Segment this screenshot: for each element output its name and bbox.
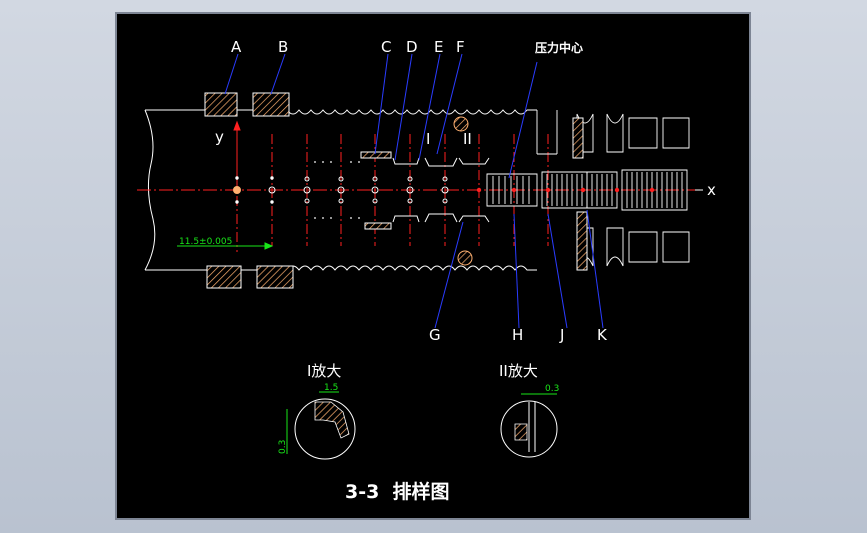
drawing-title: 3-3 排样图 <box>345 480 450 503</box>
detail-1-dim-a: 1.5 <box>324 383 338 393</box>
label-k: K <box>597 326 608 344</box>
label-g: G <box>429 326 441 344</box>
station-labels: A B C D E F G H J K 压力中心 I II <box>231 38 608 344</box>
detail-view-2: 0.3 II放大 <box>499 362 559 458</box>
hatched-bars <box>360 151 392 230</box>
strip-layout-drawing: y x <box>137 38 716 503</box>
label-h: H <box>512 326 523 344</box>
pitch-dimension-text: 11.5±0.005 <box>179 237 232 247</box>
detail-2-title: II放大 <box>499 362 538 380</box>
label-e: E <box>434 38 443 56</box>
station-centerlines <box>236 124 549 252</box>
pressure-center-label: 压力中心 <box>535 40 583 55</box>
label-a: A <box>231 38 242 56</box>
slotted-section <box>486 110 690 267</box>
label-f: F <box>456 38 465 56</box>
detail-mark-2: II <box>463 130 472 148</box>
label-b: B <box>278 38 288 56</box>
label-c: C <box>381 38 391 56</box>
pitch-dimension <box>177 242 274 250</box>
leader-lines <box>224 53 604 329</box>
hatched-pads <box>204 92 588 289</box>
y-axis-label: y <box>215 128 224 146</box>
hatched-circles <box>453 116 473 266</box>
detail-1-title: I放大 <box>307 362 341 380</box>
drawing-frame: y x <box>115 12 751 520</box>
red-marks <box>476 187 655 193</box>
forming-stations <box>392 157 490 223</box>
label-d: D <box>406 38 418 56</box>
dot-rows <box>314 161 360 219</box>
pilot-holes <box>233 176 449 204</box>
detail-mark-1: I <box>426 130 430 148</box>
detail-view-1: 1.5 0.3 I放大 <box>278 362 356 460</box>
detail-2-dim-a: 0.3 <box>545 384 559 394</box>
detail-1-dim-b: 0.3 <box>278 440 288 454</box>
y-axis-arrow <box>233 120 241 190</box>
x-axis-label: x <box>707 181 716 199</box>
label-j: J <box>559 326 564 344</box>
